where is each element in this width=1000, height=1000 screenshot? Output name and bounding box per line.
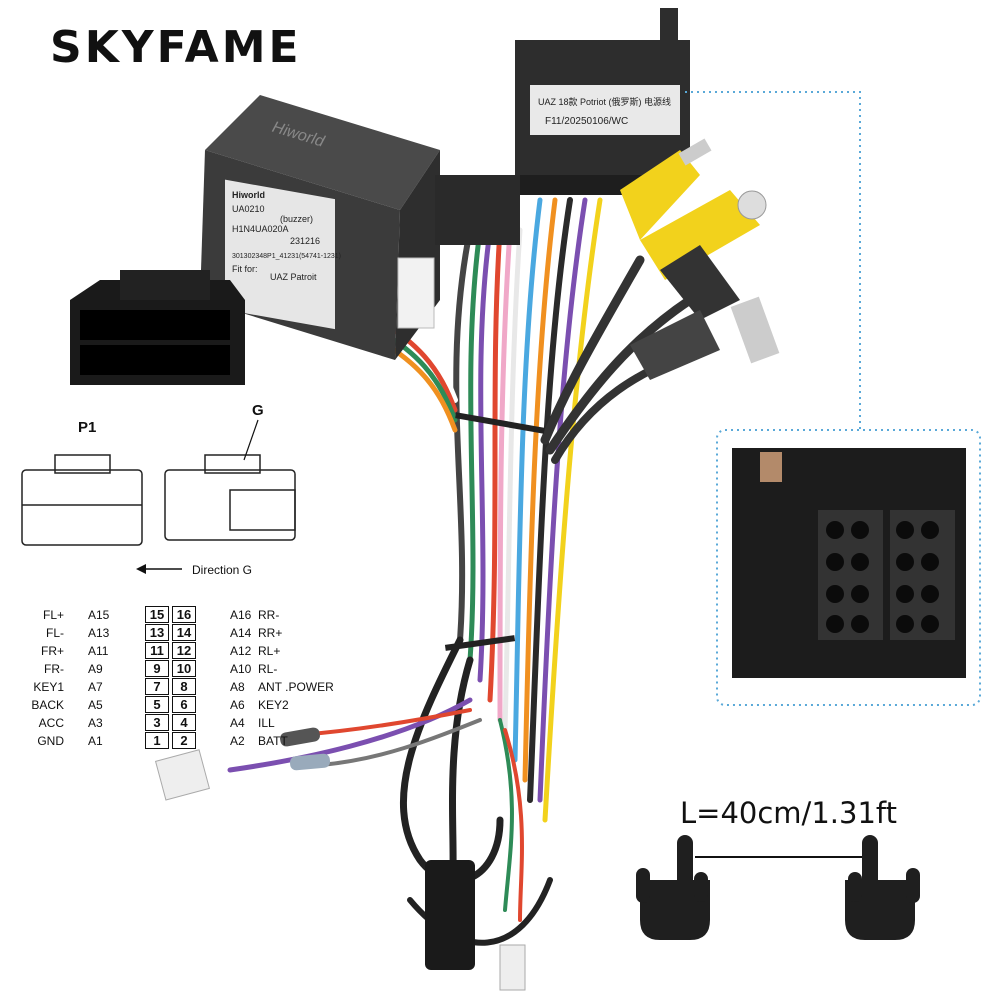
main-power-connector — [435, 8, 690, 245]
pin-signal: RR- — [258, 608, 280, 622]
svg-text:(buzzer): (buzzer) — [280, 214, 313, 224]
direction-arrow-icon — [136, 564, 182, 574]
svg-text:H1N4UA020A: H1N4UA020A — [232, 224, 289, 234]
pin-signal: RL- — [258, 662, 278, 676]
pin-signal: FR- — [44, 662, 64, 676]
pin-signal: KEY1 — [33, 680, 64, 694]
rca-connectors — [620, 138, 780, 380]
svg-text:301302348P1_41231(54741-1231): 301302348P1_41231(54741-1231) — [232, 253, 341, 260]
pin-number: 5 — [145, 696, 169, 713]
pin-signal: KEY2 — [258, 698, 289, 712]
pin-signal: ACC — [38, 716, 64, 730]
pin-number: 3 — [145, 714, 169, 731]
g-connector-drawing — [164, 454, 296, 541]
pin-signal: BACK — [31, 698, 64, 712]
pin-id: A16 — [230, 608, 252, 622]
svg-text:231216: 231216 — [290, 236, 320, 246]
bottom-plugs — [154, 727, 526, 991]
pinout-table: FL+ A15 15 16 A16 RR- FL- A13 13 14 A14 … — [0, 0, 334, 749]
pin-id: A2 — [230, 734, 245, 748]
pin-id: A3 — [88, 716, 103, 730]
decoder-box — [200, 95, 440, 360]
pin-id: A6 — [230, 698, 245, 712]
black-16pin-connector — [70, 270, 245, 385]
pin-signal: RL+ — [258, 644, 281, 658]
pin-number: 9 — [145, 660, 169, 677]
pin-number: 8 — [172, 678, 196, 695]
rear-connector-frame — [716, 429, 981, 706]
pin-signal: FL- — [46, 626, 64, 640]
pin-signal: FR+ — [40, 644, 64, 658]
svg-text:UA0210: UA0210 — [232, 204, 265, 214]
p1-label: P1 — [78, 419, 96, 436]
cable-length-label: L=40cm/1.31ft — [680, 796, 897, 830]
pin-id: A4 — [230, 716, 245, 730]
g-label: G — [252, 402, 264, 419]
pin-id: A9 — [88, 662, 103, 676]
pin-id: A12 — [230, 644, 252, 658]
pin-number: 10 — [172, 660, 196, 677]
pin-number: 13 — [145, 624, 169, 641]
pin-id: A13 — [88, 626, 110, 640]
hand-right-icon — [845, 835, 920, 940]
decoder-label: Hiworld UA0210 (buzzer) H1N4UA020A 23121… — [232, 190, 341, 282]
pin-number: 2 — [172, 732, 196, 749]
pin-signal: GND — [37, 734, 64, 748]
p1-connector-drawing — [21, 454, 143, 546]
pin-id: A10 — [230, 662, 252, 676]
pin-signal: ILL — [258, 716, 275, 730]
hand-left-icon — [636, 835, 710, 940]
pin-id: A11 — [88, 644, 109, 658]
direction-label: Direction G — [192, 563, 252, 577]
brand-logo: SKYFAME — [50, 22, 302, 73]
pin-number: 16 — [172, 606, 196, 623]
pin-id: A1 — [88, 734, 103, 748]
pin-signal: RR+ — [258, 626, 283, 640]
pin-signal: FL+ — [42, 608, 64, 622]
pin-number: 6 — [172, 696, 196, 713]
pin-number: 1 — [145, 732, 169, 749]
pin-number: 15 — [145, 606, 169, 623]
pin-id: A5 — [88, 698, 103, 712]
pin-id: A7 — [88, 680, 103, 694]
pin-number: 11 — [145, 642, 169, 659]
pin-id: A15 — [88, 608, 110, 622]
svg-text:UAZ Patroit: UAZ Patroit — [270, 272, 317, 282]
pin-signal: ANT .POWER — [258, 680, 334, 694]
pin-id: A8 — [230, 680, 245, 694]
svg-text:Hiworld: Hiworld — [232, 190, 265, 200]
pin-number: 4 — [172, 714, 196, 731]
pin-signal: BATT — [258, 734, 288, 748]
pin-number: 7 — [145, 678, 169, 695]
pin-id: A14 — [230, 626, 252, 640]
main-connector-label-1: UAZ 18款 Potriot (俄罗斯) 电源线 — [538, 96, 671, 107]
pin-number: 12 — [172, 642, 196, 659]
pin-number: 14 — [172, 624, 196, 641]
main-connector-label-2: F11/20250106/WC — [545, 116, 628, 127]
svg-text:Fit for:: Fit for: — [232, 264, 258, 274]
